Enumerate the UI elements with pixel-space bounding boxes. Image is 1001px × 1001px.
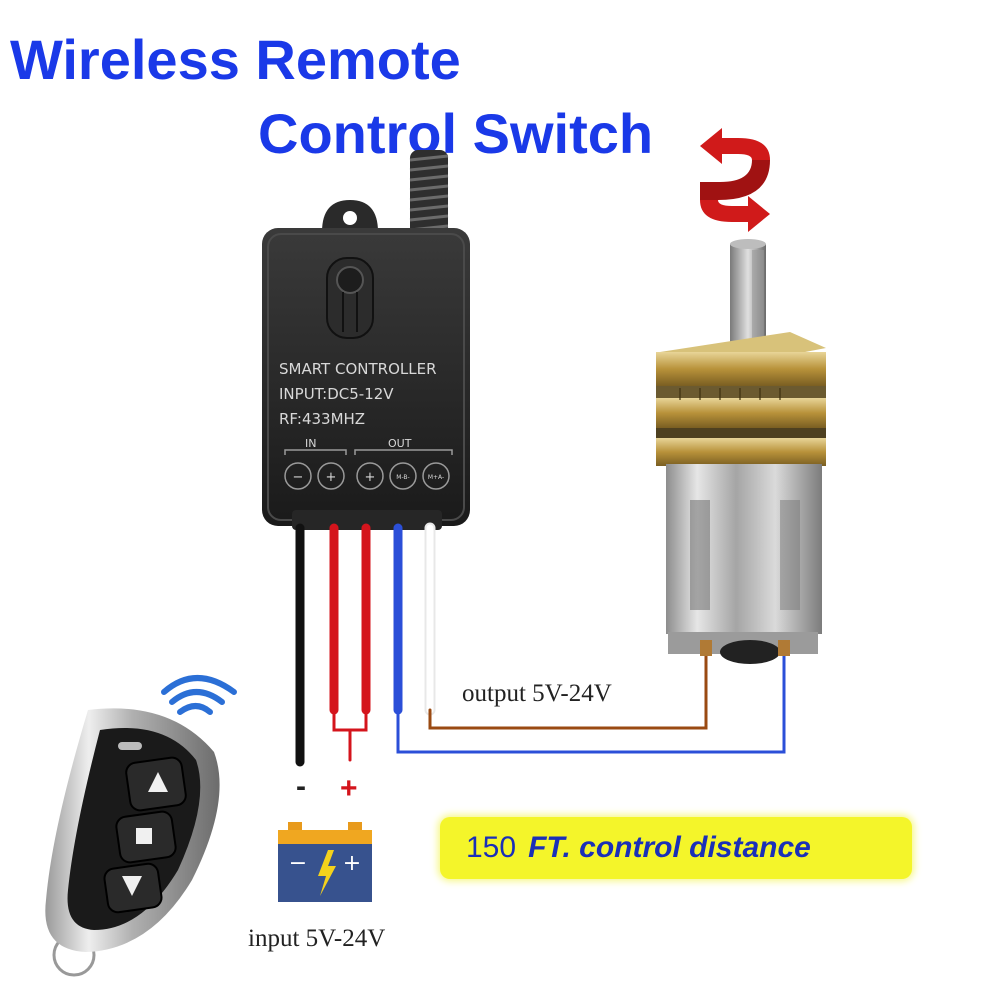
input-voltage-label: input 5V-24V xyxy=(248,925,386,952)
dc-gear-motor xyxy=(656,239,826,664)
remote-stop-icon xyxy=(136,828,152,844)
negative-sign: - xyxy=(296,770,306,803)
remote-down-arrow-icon xyxy=(122,876,142,896)
smart-controller: SMART CONTROLLER INPUT:DC5-12V RF:433MHZ… xyxy=(262,228,470,530)
antenna xyxy=(409,150,449,245)
title-line-1: Wireless Remote xyxy=(10,28,461,91)
terminal-3: + xyxy=(365,470,376,485)
brown-output-wire xyxy=(428,652,708,730)
in-label: IN xyxy=(305,437,316,450)
wireless-signal-icon xyxy=(161,675,237,715)
battery-icon: − + xyxy=(278,822,372,902)
blue-output-wire xyxy=(396,652,786,754)
terminal-5: M+A- xyxy=(428,474,444,481)
distance-number: 150 xyxy=(466,831,517,864)
out-label: OUT xyxy=(388,437,412,450)
terminal-2: + xyxy=(326,470,337,485)
output-voltage-label: output 5V-24V xyxy=(462,680,612,707)
distance-text: FT. control distance xyxy=(528,831,811,864)
battery-plus: + xyxy=(343,851,361,876)
rotation-arrows-icon xyxy=(700,128,770,232)
positive-sign: + xyxy=(340,772,358,805)
controller-label-3: RF:433MHZ xyxy=(279,410,365,428)
controller-label-1: SMART CONTROLLER xyxy=(279,360,437,378)
control-distance-banner: 150 FT. control distance xyxy=(440,817,912,879)
terminal-1: − xyxy=(293,470,304,485)
remote-up-arrow-icon xyxy=(148,772,168,792)
title-line-2: Control Switch xyxy=(258,102,654,165)
controller-label-2: INPUT:DC5-12V xyxy=(279,385,394,403)
terminal-4: M-B- xyxy=(396,474,409,481)
remote-control xyxy=(45,708,220,977)
wires xyxy=(295,522,786,767)
battery-minus: − xyxy=(289,851,307,876)
